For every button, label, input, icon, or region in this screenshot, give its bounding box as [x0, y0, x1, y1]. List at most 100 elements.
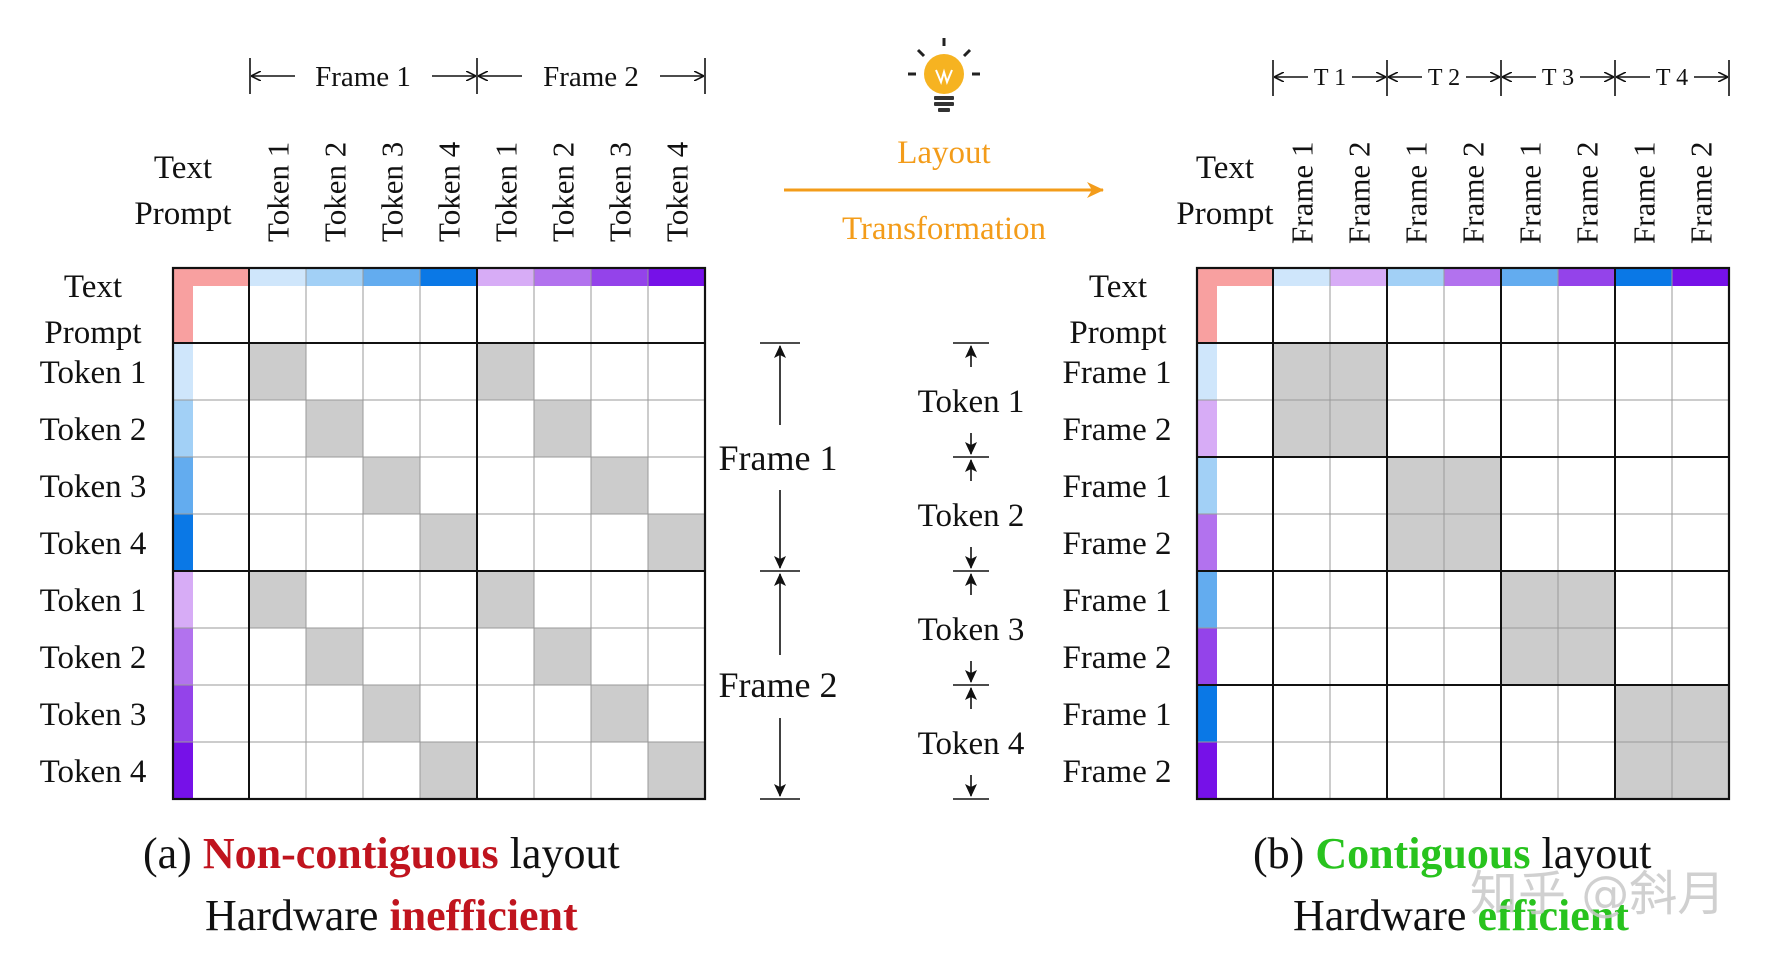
left-row-strip [173, 457, 193, 514]
left-attended-cell [591, 685, 648, 742]
left-header-frame1: Frame 1 [315, 61, 411, 93]
right-row-strip [1197, 343, 1217, 400]
right-col-strip [1387, 268, 1444, 286]
right-attended-cell [1672, 742, 1729, 799]
right-row-strip [1197, 457, 1217, 514]
right-attended-cell [1387, 514, 1444, 571]
left-col-strip [477, 268, 534, 286]
left-row-strip [173, 685, 193, 742]
right-attended-cell [1444, 514, 1501, 571]
right-col-strip [1558, 268, 1615, 286]
right-attended-cell [1558, 628, 1615, 685]
left-attended-cell [534, 628, 591, 685]
left-attended-cell [249, 343, 306, 400]
left-attended-cell [420, 742, 477, 799]
left-row-label: Token 3 [40, 697, 147, 733]
right-attended-cell [1330, 400, 1387, 457]
watermark: 知乎 @斜月 [1470, 866, 1725, 922]
right-row-label: Frame 1 [1062, 583, 1171, 619]
left-header-frame2: Frame 2 [543, 61, 639, 93]
right-col-label: Frame 2 [1456, 142, 1491, 244]
left-row-strip [173, 514, 193, 571]
left-row-label: Token 2 [40, 640, 147, 676]
left-col-label: Token 3 [375, 142, 410, 242]
left-attended-cell [363, 685, 420, 742]
right-row-label: Frame 1 [1062, 697, 1171, 733]
left-col-label: Token 2 [546, 142, 581, 242]
middle-token-label: Token 4 [918, 726, 1025, 762]
right-attended-cell [1330, 343, 1387, 400]
right-row-label: Frame 2 [1062, 412, 1171, 448]
right-col-label: Frame 1 [1399, 142, 1434, 244]
left-col-strip [249, 268, 306, 286]
left-col-corner-label-1: Text [154, 150, 212, 186]
right-col-strip [1444, 268, 1501, 286]
left-row-label: Token 2 [40, 412, 147, 448]
left-col-label: Token 1 [261, 142, 296, 242]
right-column-labels: Frame 1 Frame 2 Frame 1 Frame 2 Frame 1 Frame… [1285, 142, 1719, 244]
right-attended-cell [1558, 571, 1615, 628]
right-attended-cell [1444, 457, 1501, 514]
left-attended-cell [477, 571, 534, 628]
right-col-label: Frame 1 [1513, 142, 1548, 244]
right-header-t: T 2 [1428, 65, 1460, 91]
left-attended-cell [648, 514, 705, 571]
left-attended-cell [477, 343, 534, 400]
left-col-label: Token 4 [432, 141, 467, 242]
right-col-corner-label-1: Text [1196, 150, 1254, 186]
left-attended-cell [534, 400, 591, 457]
right-col-label: Frame 1 [1285, 142, 1320, 244]
middle-token-label: Token 3 [918, 612, 1025, 648]
left-col-strip [363, 268, 420, 286]
left-col-strip [648, 268, 705, 286]
left-col-strip [591, 268, 648, 286]
right-header-t: T 1 [1314, 65, 1346, 91]
middle-token-label: Token 1 [918, 384, 1025, 420]
left-row-strip [173, 571, 193, 628]
left-panel: Frame 1 Frame 2 Text Prompt Text Prompt … [40, 58, 838, 940]
left-col-strip [420, 268, 477, 286]
left-row-strip [173, 400, 193, 457]
left-bracket-frame2: Frame 2 [719, 665, 838, 705]
right-caption-line2: Hardware efficient [1293, 891, 1629, 940]
left-col-label: Token 3 [603, 142, 638, 242]
right-row-label: Frame 1 [1062, 469, 1171, 505]
right-row-strip [1197, 514, 1217, 571]
right-row-label: Frame 2 [1062, 640, 1171, 676]
right-attended-cell [1387, 457, 1444, 514]
right-header-t: T 3 [1542, 65, 1574, 91]
right-col-strip [1501, 268, 1558, 286]
left-col-label: Token 1 [489, 142, 524, 242]
left-column-labels: Token 1 Token 2 Token 3 Token 4 Token 1 Token… [261, 141, 695, 242]
layout-label: Layout [897, 135, 990, 171]
left-caption-line1: (a) Non-contiguous layout [143, 829, 620, 878]
right-row-strip [1197, 628, 1217, 685]
middle-token-label: Token 2 [918, 498, 1025, 534]
left-col-strip [534, 268, 591, 286]
right-attended-cell [1615, 742, 1672, 799]
right-row-label: Frame 1 [1062, 355, 1171, 391]
left-col-strip [306, 268, 363, 286]
left-caption-line2: Hardware inefficient [205, 891, 578, 940]
left-row-label: Token 1 [40, 583, 147, 619]
left-attended-cell [591, 457, 648, 514]
right-attended-cell [1615, 685, 1672, 742]
transformation-label: Transformation [842, 211, 1046, 247]
left-row-corner-label-2: Prompt [44, 315, 141, 351]
left-attended-cell [306, 628, 363, 685]
left-attended-cell [420, 514, 477, 571]
middle-token-brackets: Token 1 Token 2 Token 3 Token 4 [918, 342, 1025, 800]
right-col-label: Frame 2 [1342, 142, 1377, 244]
right-caption-line1: (b) Contiguous layout [1253, 829, 1651, 878]
left-frame-brackets: Frame 1 Frame 2 [719, 342, 838, 800]
right-col-label: Frame 1 [1627, 142, 1662, 244]
right-row-corner-label-1: Text [1089, 269, 1147, 305]
right-row-strip [1197, 742, 1217, 799]
left-text-prompt-bar-left [173, 268, 193, 343]
left-attended-cell [648, 742, 705, 799]
right-attended-cell [1273, 343, 1330, 400]
